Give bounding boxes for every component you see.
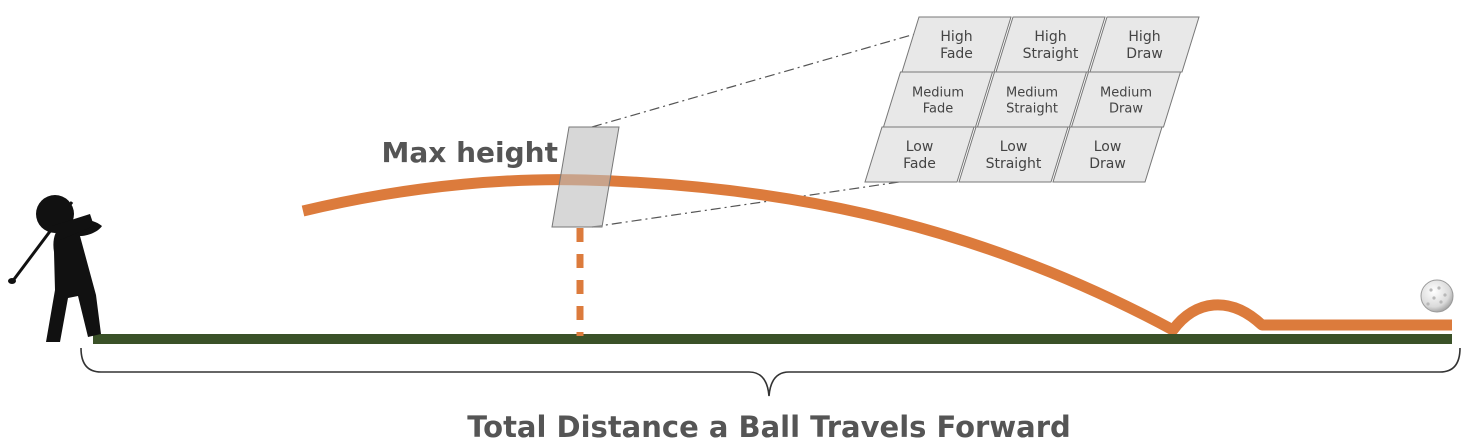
grid-cell [1052, 126, 1163, 183]
max-height-panel [551, 126, 620, 228]
ground-line [93, 334, 1452, 344]
max-height-label: Max height [382, 136, 558, 169]
golf-ball-icon [1420, 279, 1454, 313]
ball-trajectory [301, 174, 1452, 336]
projection-lines [591, 16, 975, 228]
projection-line-top [591, 16, 975, 128]
total-distance-label: Total Distance a Ball Travels Forward [467, 410, 1071, 444]
golfer-silhouette-icon [8, 195, 102, 342]
distance-brace [80, 347, 1461, 397]
grid-cell [864, 126, 975, 183]
grid-cell [1089, 16, 1200, 73]
grid-cell [1070, 71, 1182, 128]
projection-line-bottom [591, 180, 907, 228]
grid-cell [958, 126, 1069, 183]
